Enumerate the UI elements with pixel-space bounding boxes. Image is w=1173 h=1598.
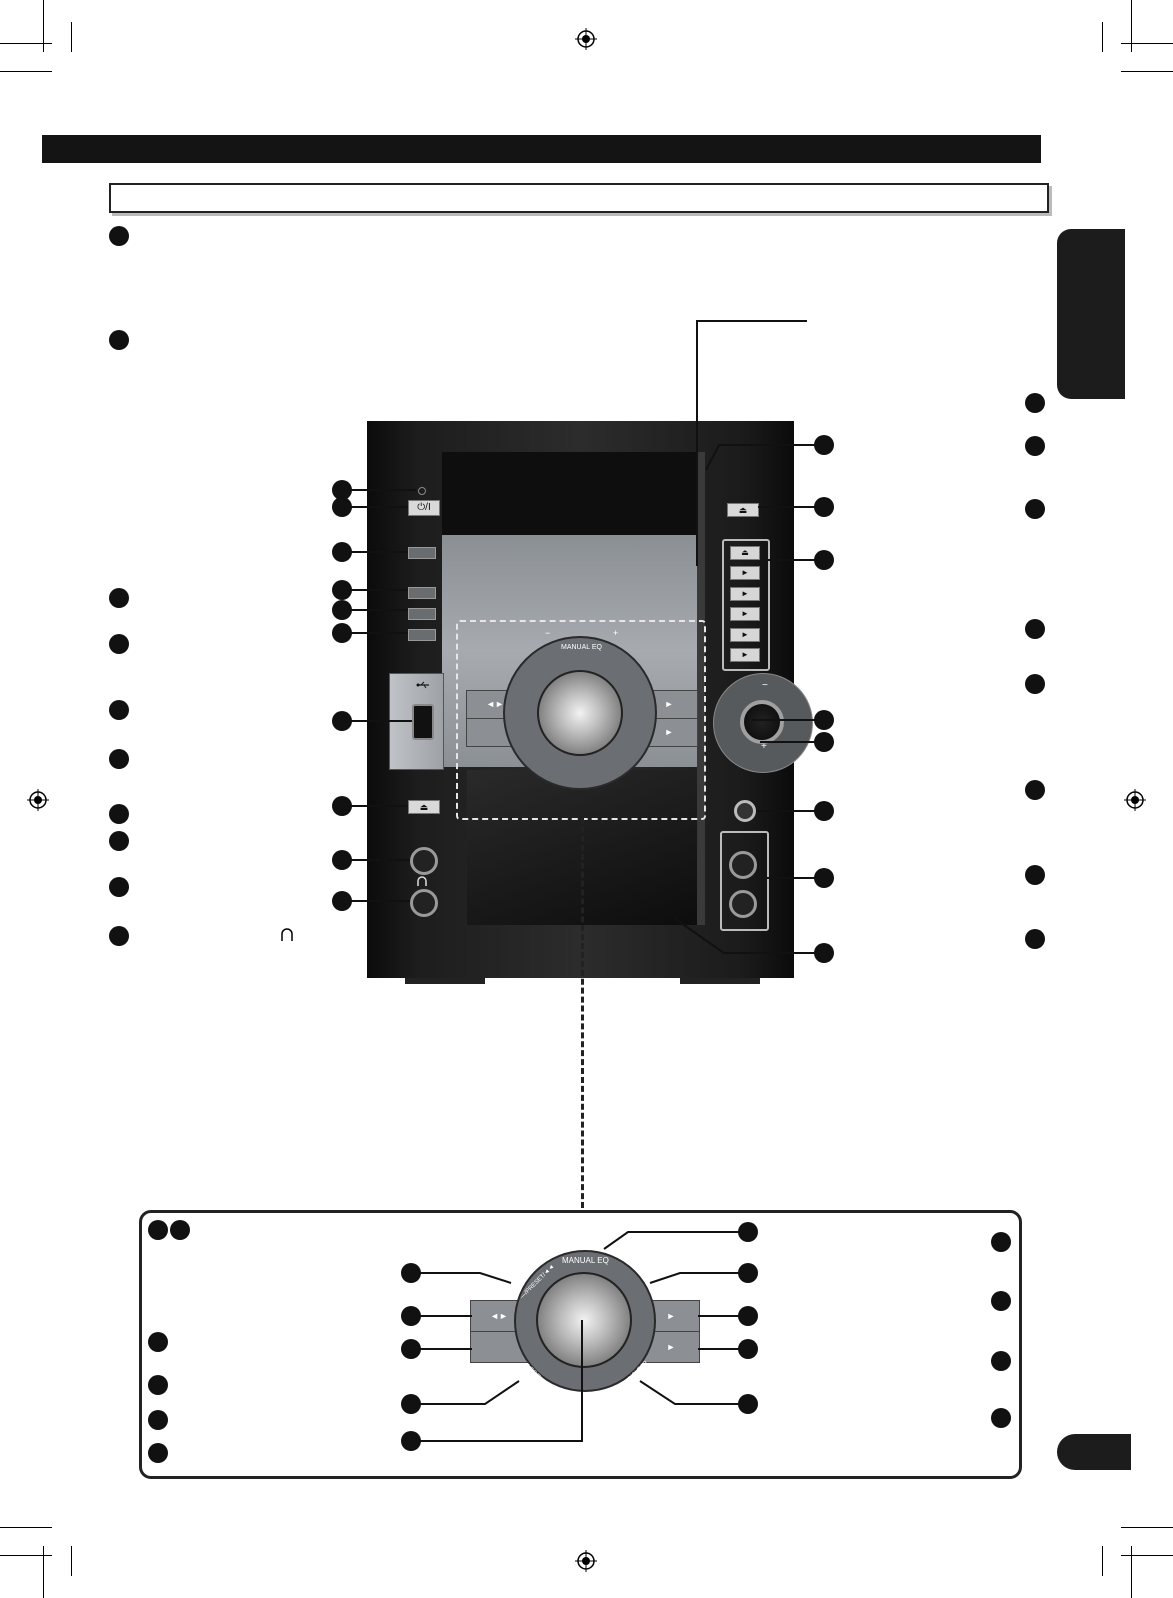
cd-eject-button[interactable]: ⏏ xyxy=(727,503,759,517)
device-foot xyxy=(680,978,760,984)
crop-mark xyxy=(0,1527,52,1528)
callout-number xyxy=(148,1443,168,1463)
callout-number xyxy=(109,588,129,608)
callout-number xyxy=(170,1220,190,1240)
tray-eject-button[interactable]: ⏏ xyxy=(730,546,760,560)
subtitle-box xyxy=(109,183,1049,213)
callout-number xyxy=(148,1220,168,1240)
callout-number xyxy=(109,330,129,350)
crop-mark xyxy=(0,43,52,44)
callout-number xyxy=(109,926,129,946)
tray-select-button[interactable]: ► xyxy=(730,566,760,580)
tray-select-button[interactable]: ► xyxy=(730,628,760,642)
panel-frame xyxy=(697,452,705,925)
crop-mark xyxy=(1121,1527,1173,1528)
function-button[interactable] xyxy=(408,547,436,559)
jog-dial-knob[interactable] xyxy=(537,670,623,756)
headphone-jack[interactable] xyxy=(410,889,438,917)
dial-top-label: MANUAL EQ xyxy=(561,644,602,651)
callout-number xyxy=(109,226,129,246)
power-button[interactable]: ⏻/I xyxy=(408,500,440,516)
callout-number xyxy=(109,804,129,824)
callout-number xyxy=(1025,436,1045,456)
detail-dial-top-label: MANUAL EQ xyxy=(562,1256,609,1265)
crop-mark xyxy=(71,22,72,52)
volume-minus-label: − xyxy=(762,680,768,691)
registration-mark-icon xyxy=(575,1550,597,1572)
tray-select-button[interactable]: ► xyxy=(730,648,760,662)
registration-mark-icon xyxy=(1124,789,1146,811)
volume-plus-label: + xyxy=(761,741,767,752)
dial-detail-box xyxy=(139,1210,1022,1479)
callout-number xyxy=(109,749,129,769)
rca-jack-panel xyxy=(720,831,769,931)
callout-number xyxy=(148,1410,168,1430)
standby-indicator xyxy=(418,487,426,495)
callout-number xyxy=(109,831,129,851)
callout-number xyxy=(1025,929,1045,949)
crop-mark xyxy=(0,71,52,72)
callout-number xyxy=(1025,865,1045,885)
crop-mark xyxy=(43,0,44,52)
tray-select-button[interactable]: ► xyxy=(730,607,760,621)
registration-mark-icon xyxy=(575,28,597,50)
callout-number xyxy=(109,877,129,897)
device-foot xyxy=(405,978,485,984)
device-button[interactable] xyxy=(408,629,436,641)
crop-mark xyxy=(71,1546,72,1576)
usb-icon xyxy=(416,681,429,689)
callout-number xyxy=(1025,619,1045,639)
callout-number xyxy=(991,1351,1011,1371)
cassette-eject-button[interactable]: ⏏ xyxy=(408,800,440,814)
crop-mark xyxy=(1121,71,1173,72)
crop-mark xyxy=(1121,43,1173,44)
crop-mark xyxy=(1121,1555,1173,1556)
rca-jack[interactable] xyxy=(729,890,757,918)
callout-number xyxy=(148,1332,168,1352)
crop-mark xyxy=(1131,1546,1132,1598)
headphone-icon xyxy=(281,928,293,941)
page-number-tab xyxy=(1057,1434,1131,1470)
callout-number xyxy=(109,700,129,720)
callout-number xyxy=(1025,780,1045,800)
callout-number xyxy=(991,1408,1011,1428)
display-window xyxy=(442,452,697,535)
registration-mark-icon xyxy=(27,789,49,811)
section-title-bar xyxy=(42,135,1041,163)
usb-port[interactable] xyxy=(412,704,434,740)
language-side-tab xyxy=(1057,229,1125,399)
tray-select-button[interactable]: ► xyxy=(730,587,760,601)
callout-number xyxy=(109,634,129,654)
crop-mark xyxy=(1131,0,1132,52)
crop-mark xyxy=(1102,1546,1103,1576)
volume-knob[interactable] xyxy=(740,700,784,744)
dial-minus-mark: − xyxy=(545,628,551,638)
callout-number xyxy=(1025,674,1045,694)
detail-jog-dial-knob[interactable] xyxy=(536,1272,632,1368)
callout-number xyxy=(991,1291,1011,1311)
headphone-icon xyxy=(417,876,427,886)
callout-number xyxy=(1025,499,1045,519)
rca-jack[interactable] xyxy=(729,851,757,879)
callout-number xyxy=(148,1375,168,1395)
mic-jack[interactable] xyxy=(410,847,438,875)
detail-connector xyxy=(581,818,584,1208)
crop-mark xyxy=(1102,22,1103,52)
callout-number xyxy=(991,1232,1011,1252)
crop-mark xyxy=(43,1546,44,1598)
crop-mark xyxy=(0,1555,52,1556)
disc-tray-panel xyxy=(722,539,770,671)
callout-number xyxy=(1025,393,1045,413)
dial-plus-mark: + xyxy=(613,628,619,638)
device-button[interactable] xyxy=(408,587,436,599)
aux-input-jack[interactable] xyxy=(734,800,756,822)
device-button[interactable] xyxy=(408,608,436,620)
